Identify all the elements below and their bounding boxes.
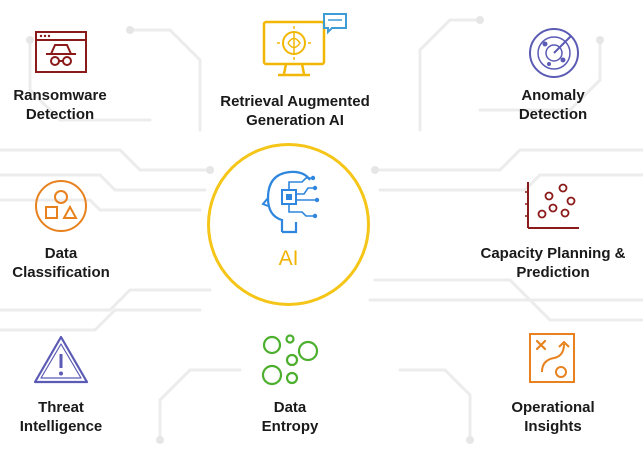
incognito-browser-icon [34, 30, 88, 81]
brain-monitor-icon [262, 12, 352, 87]
ai-center-circle: AI [207, 143, 370, 306]
ai-label: AI [278, 247, 299, 270]
scattered-circles-icon [260, 333, 322, 392]
feature-label-capacity: Capacity Planning &Prediction [480, 245, 626, 281]
radar-icon [527, 26, 581, 85]
strategy-board-icon [528, 332, 578, 391]
shapes-icon [33, 178, 89, 239]
ai-head-circuit-icon [260, 168, 322, 241]
warning-triangle-icon [32, 334, 90, 391]
scatter-plot-icon [525, 180, 581, 237]
